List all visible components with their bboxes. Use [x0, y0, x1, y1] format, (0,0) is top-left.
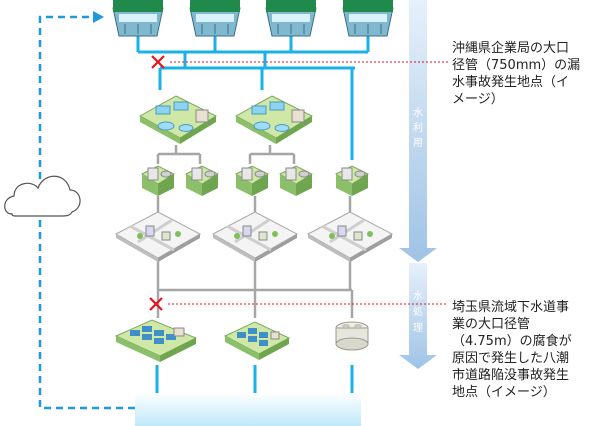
cloud-icon: [4, 175, 81, 217]
city-block-icon: [306, 211, 394, 262]
distribution-facility-icon: [234, 165, 270, 196]
distribution-pipes: [156, 145, 354, 318]
dam-icon: [112, 0, 164, 37]
saitama-sinkhole-annotation: 埼玉県流域下水道事 業の大口径管 （4.75m）の腐食が 原因で発生した八潮 市…: [452, 300, 572, 400]
dam-icon: [265, 0, 317, 37]
septic-tank-icon: [335, 321, 369, 351]
okinawa-leak-annotation: 沖縄県企業局の大口 径管（750mm）の漏 水事故発生地点（イ メージ）: [452, 41, 581, 107]
cycle-arrowhead-icon: [93, 11, 104, 23]
sewage-treatment-plant-icon: [223, 321, 291, 360]
water-supply-pipes: [136, 33, 370, 393]
distribution-facility-icon: [140, 165, 176, 196]
water-use-label-2: 利: [413, 122, 423, 134]
water-purification-plant-icon: [138, 95, 218, 144]
distribution-facility-icon: [278, 165, 314, 196]
water-treatment-label-1: 水: [413, 290, 423, 302]
water-treatment-label-3: 理: [413, 322, 423, 334]
water-treatment-flow-arrow: [399, 263, 437, 369]
water-use-label-1: 水: [413, 107, 423, 119]
distribution-facility-icon: [334, 165, 370, 196]
city-block-icon: [211, 211, 299, 262]
distribution-facility-icon: [184, 165, 220, 196]
dam-icon: [342, 0, 394, 37]
water-body: [135, 392, 361, 426]
sinkhole-incident-marker-icon: [149, 297, 163, 311]
city-block-icon: [114, 211, 202, 262]
water-use-label-3: 用: [413, 138, 423, 149]
water-use-flow-arrow: [399, 0, 437, 262]
dam-icon: [189, 0, 241, 37]
leak-incident-marker-icon: [151, 55, 165, 69]
water-purification-plant-icon: [234, 95, 314, 144]
water-treatment-label-2: 処: [413, 305, 423, 318]
sewage-treatment-plant-icon: [114, 319, 198, 362]
